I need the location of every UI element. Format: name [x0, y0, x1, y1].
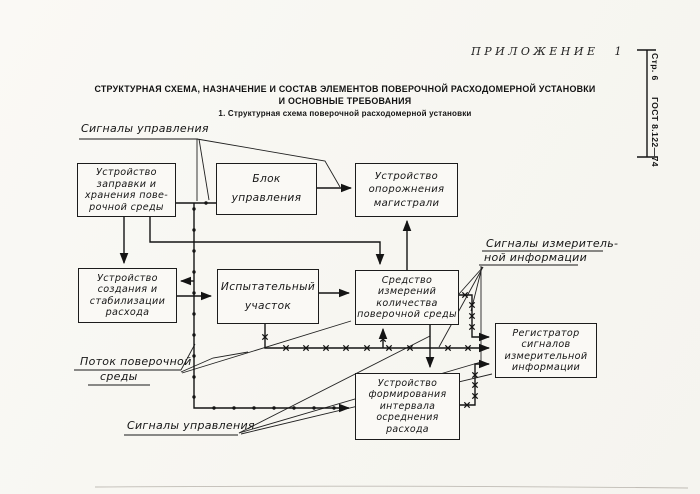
- box-quantity-measuring-means: Средство измерений количества поверочной…: [355, 270, 459, 325]
- box-control-unit: Блок управления: [216, 163, 317, 215]
- appendix-label: ПРИЛОЖЕНИЕ 1: [471, 45, 625, 58]
- document-title-line1: СТРУКТУРНАЯ СХЕМА, НАЗНАЧЕНИЕ И СОСТАВ Э…: [94, 84, 596, 94]
- page-margin-rule: [637, 49, 658, 158]
- side-page-number: Стр. 6: [650, 53, 660, 81]
- document-title-line2: И ОСНОВНЫЕ ТРЕБОВАНИЯ: [278, 96, 412, 106]
- label-measurement-signals-line1: Сигналы измеритель-: [486, 237, 619, 250]
- box-signal-recorder: Регистратор сигналов измерительной инфор…: [495, 323, 597, 378]
- box-line-emptying-device: Устройство опорожнения магистрали: [355, 163, 458, 217]
- label-measurement-signals-line2: ной информации: [484, 251, 588, 264]
- figure-caption: 1. Структурная схема поверочной расходом…: [218, 109, 472, 118]
- box-averaging-interval-device: Устройство формирования интервала осредн…: [355, 373, 460, 440]
- box-test-section: Испытательный участок: [217, 269, 319, 324]
- scan-artifact-line: [94, 485, 689, 489]
- label-flow-line2: среды: [100, 370, 138, 383]
- label-control-signals-top: Сигналы управления: [81, 122, 209, 135]
- box-filling-storage-device: Устройство заправки и хранения пове- роч…: [77, 163, 176, 217]
- flow-connectors: [119, 183, 435, 369]
- side-standard-number: ГОСТ 8.122—74: [650, 97, 660, 167]
- label-underlines: [74, 138, 603, 436]
- label-flow-line1: Поток поверочной: [80, 355, 192, 368]
- box-flow-creation-stabilization-device: Устройство создания и стабилизации расхо…: [78, 268, 177, 323]
- label-control-signals-bottom: Сигналы управления: [127, 419, 255, 432]
